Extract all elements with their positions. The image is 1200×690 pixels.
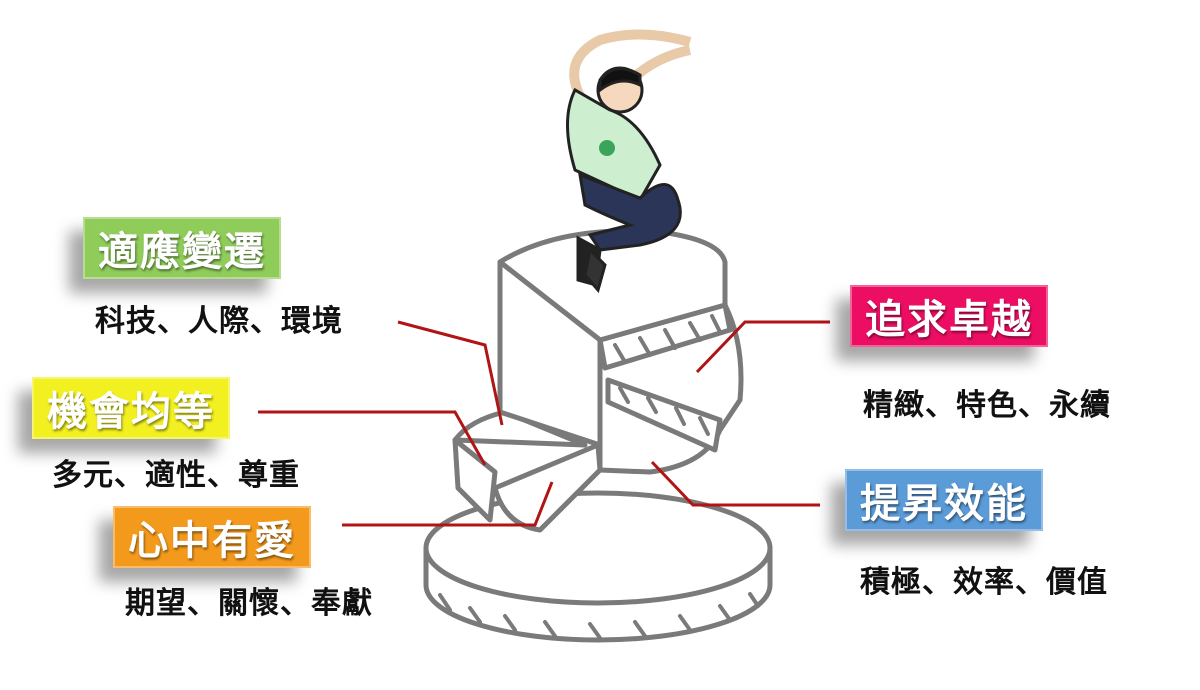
top-block — [497, 228, 728, 448]
label-equal-opportunity-subtitle: 多元、適性、尊重 — [52, 458, 300, 493]
right-slices — [597, 302, 744, 475]
connector-line-3 — [342, 481, 554, 527]
connector-line-4 — [695, 320, 830, 374]
base-disk — [423, 490, 773, 643]
connector-line-2 — [258, 410, 487, 466]
label-adapt-change-subtitle: 科技、人際、環境 — [95, 304, 343, 339]
connector-lines — [258, 320, 830, 527]
label-improve-efficiency-subtitle: 積極、效率、價值 — [860, 565, 1108, 600]
label-pursue-excellence: 追求卓越 — [850, 285, 1048, 347]
label-adapt-change: 適應變遷 — [83, 217, 281, 279]
connector-line-1 — [397, 320, 504, 426]
label-improve-efficiency: 提昇效能 — [845, 469, 1043, 531]
connector-line-5 — [650, 460, 820, 507]
label-love-in-heart: 心中有愛 — [113, 506, 311, 568]
label-love-in-heart-subtitle: 期望、關懷、奉獻 — [125, 586, 373, 621]
label-pursue-excellence-subtitle: 精緻、特色、永續 — [863, 388, 1111, 423]
label-equal-opportunity: 機會均等 — [32, 377, 230, 439]
jumping-student-figure — [566, 29, 692, 294]
